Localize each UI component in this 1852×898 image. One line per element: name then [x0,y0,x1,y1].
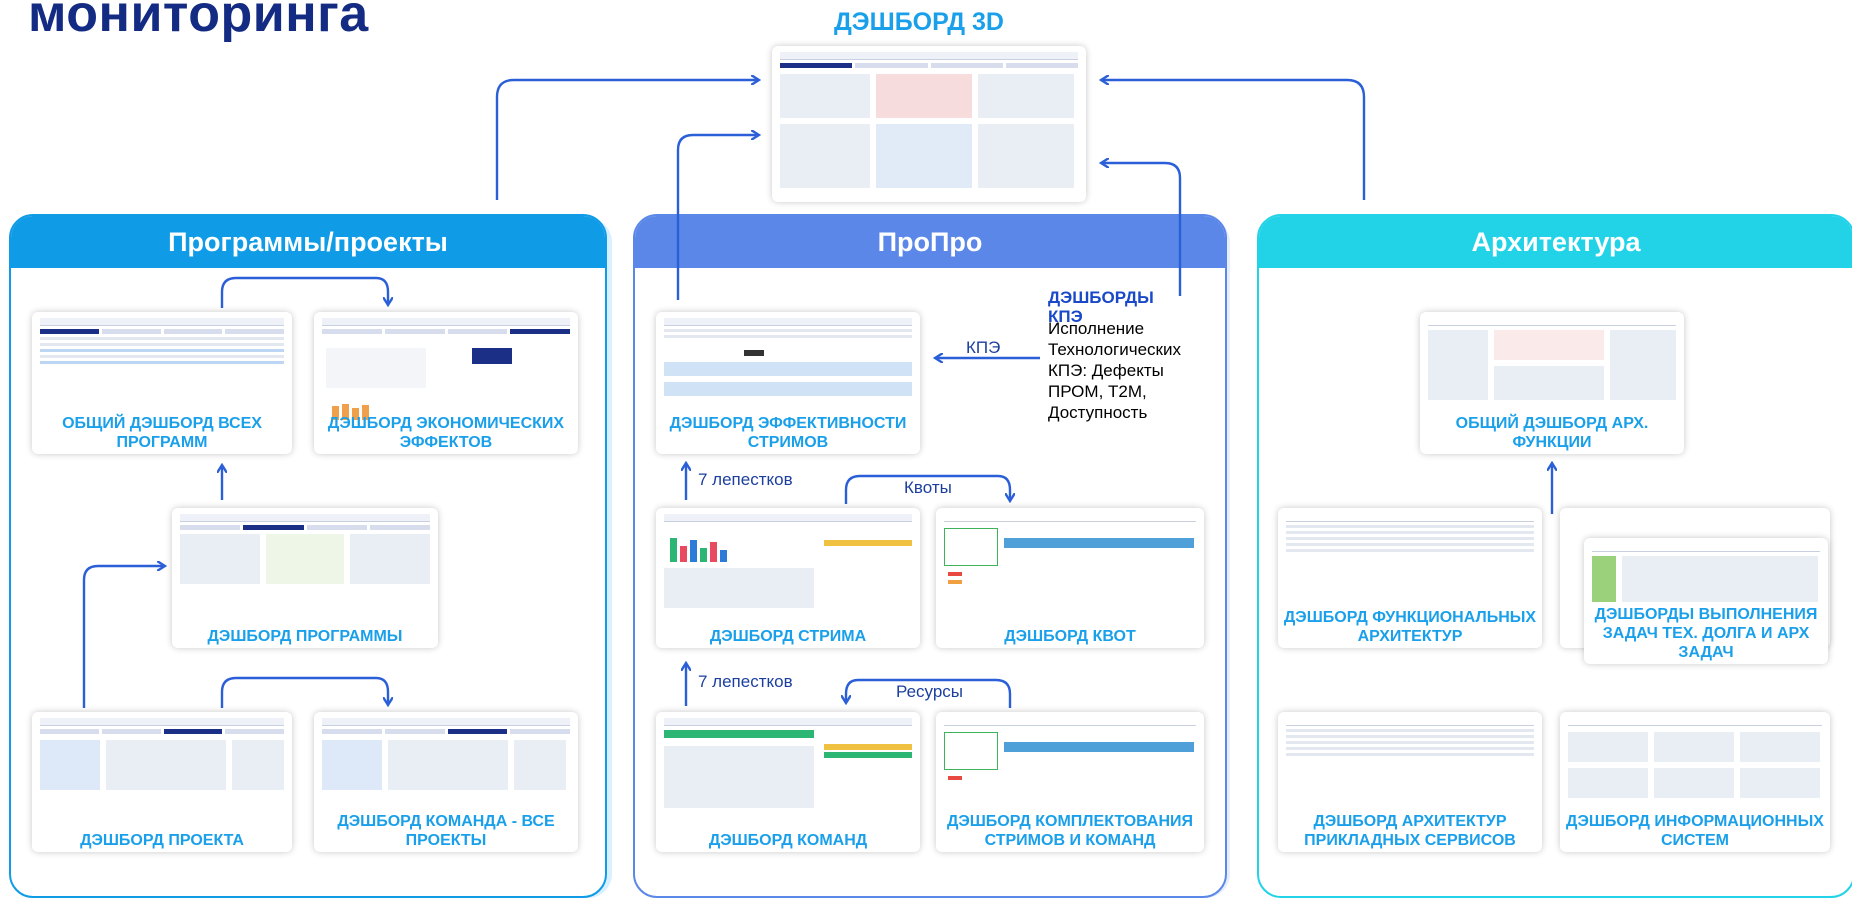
card-program[interactable]: ДЭШБОРД ПРОГРАММЫ [172,508,438,648]
card-thumbnail [1592,544,1820,630]
arrow-label-resources: Ресурсы [896,682,964,701]
card-staffing[interactable]: ДЭШБОРД КОМПЛЕКТОВАНИЯ СТРИМОВ И КОМАНД [936,712,1204,852]
card-all-programs[interactable]: ОБЩИЙ ДЭШБОРД ВСЕХ ПРОГРАММ [32,312,292,454]
arrow-kpe-to-3d [1102,163,1182,296]
card-quota[interactable]: ДЭШБОРД КВОТ [936,508,1204,648]
card-team-all-projects[interactable]: ДЭШБОРД КОМАНДА - ВСЕ ПРОЕКТЫ [314,712,578,852]
card-info-systems[interactable]: ДЭШБОРД ИНФОРМАЦИОННЫХ СИСТЕМ [1560,712,1830,852]
arrow-label-petals-2: 7 лепестков [698,672,793,691]
card-thumbnail [180,514,430,614]
programs-panel-header: Программы/проекты [11,216,605,268]
card-label: ДЭШБОРД АРХИТЕКТУР ПРИКЛАДНЫХ СЕРВИСОВ [1304,813,1516,849]
dashboard-3d-thumbnail [780,52,1078,196]
card-label: ОБЩИЙ ДЭШБОРД ВСЕХ ПРОГРАММ [62,415,262,451]
card-label: ДЭШБОРД ПРОГРАММЫ [207,628,403,645]
arrow-propro-to-3d [676,135,758,300]
page-title: мониторинга [28,0,369,43]
card-thumbnail [1428,318,1676,420]
card-tech-debt[interactable]: ДЭШБОРДЫ ВЫПОЛНЕНИЯ ЗАДАЧ ТЕХ. ДОЛГА И А… [1584,538,1828,664]
arrow-stream-to-quota [844,474,1010,504]
card-label: ДЭШБОРД ФУНКЦИОНАЛЬНЫХ АРХИТЕКТУР [1283,609,1537,645]
arrow-arch-to-3d [1102,80,1366,200]
card-arch-functions[interactable]: ОБЩИЙ ДЭШБОРД АРХ. ФУНКЦИИ [1420,312,1684,454]
card-teams[interactable]: ДЭШБОРД КОМАНД [656,712,920,852]
card-thumbnail [40,318,284,420]
architecture-panel-header: Архитектура [1259,216,1852,268]
arrow-label-quotas: Квоты [904,478,952,497]
card-label: ДЭШБОРД ИНФОРМАЦИОННЫХ СИСТЕМ [1566,813,1824,849]
kpe-dashboards-title: ДЭШБОРДЫ КПЭ [1048,288,1154,326]
card-thumbnail [1286,718,1534,818]
card-thumbnail [322,318,570,420]
card-thumbnail [1568,718,1822,818]
arrow-all-to-economic [220,276,388,308]
propro-panel-header: ПроПро [635,216,1225,268]
card-thumbnail [664,318,912,420]
card-label: ДЭШБОРД ЭКОНОМИЧЕСКИХ ЭФФЕКТОВ [327,415,565,451]
arrow-label-kpe: КПЭ [966,338,1001,357]
card-label: ДЭШБОРД СТРИМА [709,628,867,645]
card-label: ОБЩИЙ ДЭШБОРД АРХ. ФУНКЦИИ [1455,415,1649,451]
card-thumbnail [664,514,912,614]
arrow-programs-to-3d [495,80,758,200]
card-label: ДЭШБОРД КОМПЛЕКТОВАНИЯ СТРИМОВ И КОМАНД [946,813,1194,849]
card-thumbnail [664,718,912,818]
card-thumbnail [40,718,284,818]
kpe-dashboards-text: Исполнение Технологических КПЭ: Дефекты … [1048,319,1181,422]
card-label: ДЭШБОРД ЭФФЕКТИВНОСТИ СТРИМОВ [669,415,907,451]
dashboard-3d-label: ДЭШБОРД 3D [834,8,1004,36]
card-applied-services[interactable]: ДЭШБОРД АРХИТЕКТУР ПРИКЛАДНЫХ СЕРВИСОВ [1278,712,1542,852]
card-thumbnail [1286,514,1534,614]
dashboard-3d-card[interactable] [772,46,1086,202]
card-stream[interactable]: ДЭШБОРД СТРИМА [656,508,920,648]
card-label: ДЭШБОРД КВОТ [1004,628,1136,645]
card-thumbnail [322,718,570,818]
propro-panel-title: ПроПро [877,226,983,257]
card-label: ДЭШБОРД КОМАНДА - ВСЕ ПРОЕКТЫ [337,813,555,849]
card-label: ДЭШБОРД ПРОЕКТА [80,832,244,849]
arrow-project-to-team [220,676,388,708]
architecture-panel-title: Архитектура [1471,226,1641,257]
card-stream-efficiency[interactable]: ДЭШБОРД ЭФФЕКТИВНОСТИ СТРИМОВ [656,312,920,454]
card-project[interactable]: ДЭШБОРД ПРОЕКТА [32,712,292,852]
flow-arrows [82,0,1852,708]
card-label: ДЭШБОРД КОМАНД [708,832,868,849]
arrow-staffing-to-teams [846,678,1012,708]
card-label: ДЭШБОРДЫ ВЫПОЛНЕНИЯ ЗАДАЧ ТЕХ. ДОЛГА И А… [1594,606,1818,661]
card-thumbnail [944,514,1196,614]
arrow-label-petals-1: 7 лепестков [698,470,793,489]
card-functional-arch[interactable]: ДЭШБОРД ФУНКЦИОНАЛЬНЫХ АРХИТЕКТУР [1278,508,1542,648]
programs-panel-title: Программы/проекты [168,226,448,257]
card-economic-effects[interactable]: ДЭШБОРД ЭКОНОМИЧЕСКИХ ЭФФЕКТОВ [314,312,578,454]
card-thumbnail [944,718,1196,818]
arrow-project-to-program [82,566,164,708]
